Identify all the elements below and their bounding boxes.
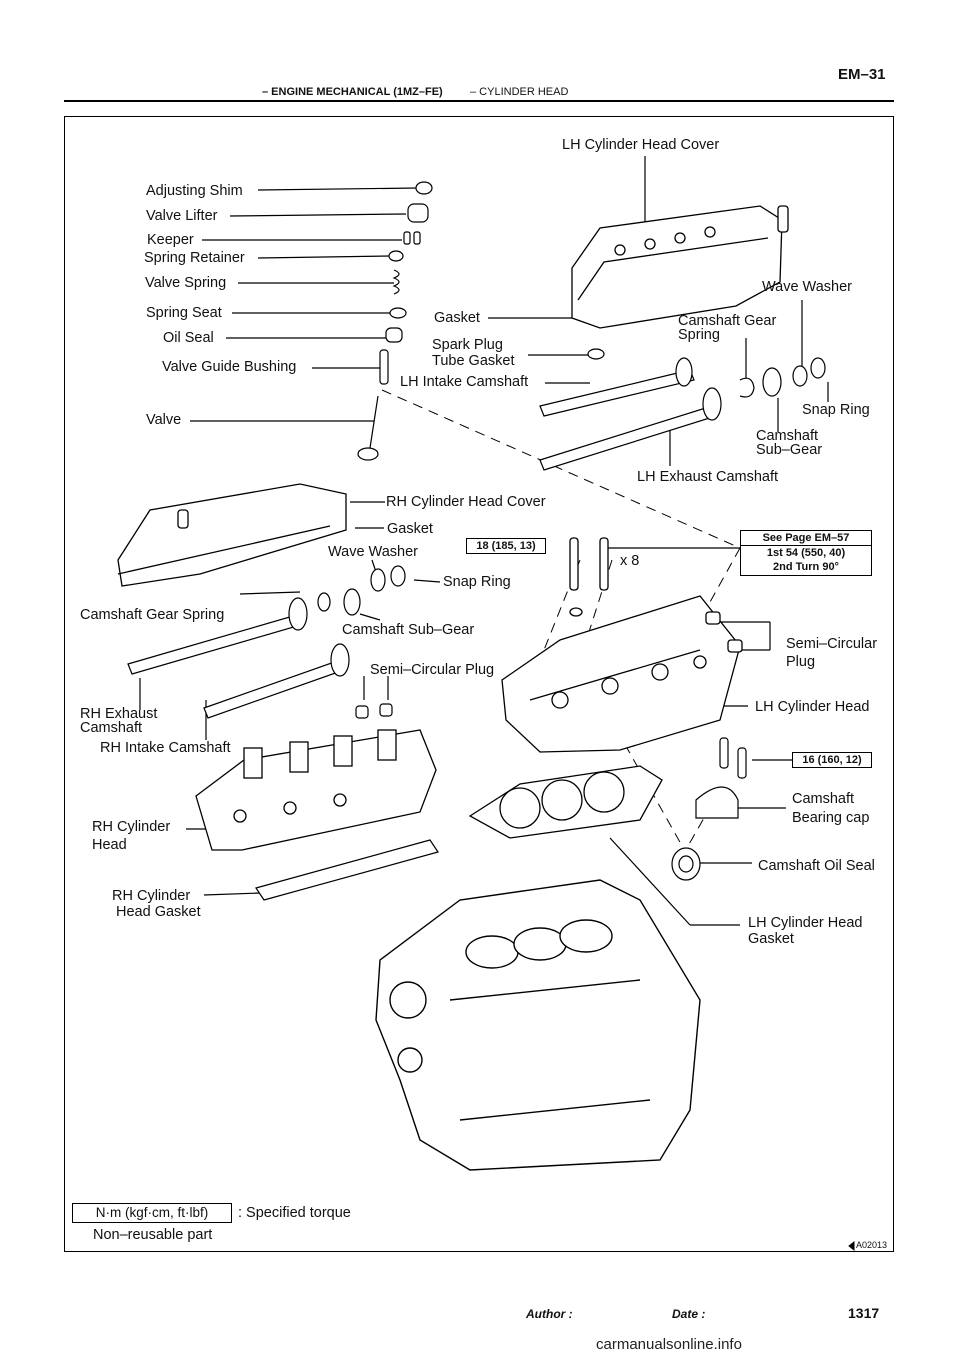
label-subgear-lh: Sub–Gear bbox=[756, 442, 823, 458]
label-lh-cylinder-head-gasket: LH Cylinder Head bbox=[748, 915, 863, 931]
label-oil-seal: Oil Seal bbox=[163, 330, 214, 346]
label-snap-ring-lh: Snap Ring bbox=[802, 402, 870, 418]
label-rh-cylinder-gasket: RH Cylinder bbox=[112, 888, 191, 904]
page-code: EM–31 bbox=[838, 66, 886, 83]
label-valve-spring: Valve Spring bbox=[145, 275, 227, 291]
torque-second: 2nd Turn 90° bbox=[773, 561, 839, 573]
torque-cover-bolt: 18 (185, 13) bbox=[466, 538, 546, 554]
label-valve-lifter: Valve Lifter bbox=[146, 208, 218, 224]
label-gasket-rh: Gasket bbox=[387, 521, 433, 537]
label-x8: x 8 bbox=[620, 553, 640, 569]
label-rh-intake-camshaft: RH Intake Camshaft bbox=[100, 740, 231, 756]
torque-first: 1st 54 (550, 40) bbox=[766, 547, 846, 559]
label-rh-cylinder: RH Cylinder bbox=[92, 819, 171, 835]
label-camshaft-gear-spring-rh: Camshaft Gear Spring bbox=[80, 607, 225, 623]
label-camshaft-gear: Camshaft Gear bbox=[678, 313, 777, 329]
label-lh-cylinder-head-cover: LH Cylinder Head Cover bbox=[562, 137, 720, 153]
legend-nonreusable: Non–reusable part bbox=[93, 1227, 213, 1243]
label-rh-exhaust: RH Exhaust bbox=[80, 706, 158, 722]
torque-cap-bolt: 16 (160, 12) bbox=[792, 752, 872, 768]
footer-author: Author : bbox=[526, 1307, 573, 1321]
label-spring-seat: Spring Seat bbox=[146, 305, 222, 321]
legend-unit-desc: : Specified torque bbox=[238, 1205, 351, 1221]
label-adjusting-shim: Adjusting Shim bbox=[146, 183, 243, 199]
label-lh-intake-camshaft: LH Intake Camshaft bbox=[400, 374, 529, 390]
section-subtitle: – CYLINDER HEAD bbox=[470, 86, 569, 98]
label-valve: Valve bbox=[146, 412, 182, 428]
label-wave-washer-lh: Wave Washer bbox=[762, 279, 852, 295]
label-gasket-lh: Gasket bbox=[434, 310, 480, 326]
label-snap-ring-rh: Snap Ring bbox=[443, 574, 511, 590]
figure-code: A02013 bbox=[856, 1240, 888, 1250]
label-rh-head: Head bbox=[92, 837, 127, 853]
label-lh-cylinder-head: LH Cylinder Head bbox=[755, 699, 870, 715]
label-camshaft-subgear-rh: Camshaft Sub–Gear bbox=[342, 622, 475, 638]
label-camshaft-lh: Camshaft bbox=[756, 428, 819, 444]
label-spark-plug: Spark Plug bbox=[432, 337, 503, 353]
label-rh-head-gasket: Head Gasket bbox=[116, 904, 201, 920]
label-lh-gasket: Gasket bbox=[748, 931, 794, 947]
footer-page-number: 1317 bbox=[848, 1305, 880, 1321]
label-camshaft-oil-seal: Camshaft Oil Seal bbox=[758, 858, 875, 874]
legend-unit-box: N·m (kgf·cm, ft·lbf) bbox=[72, 1203, 232, 1223]
label-lh-exhaust-camshaft: LH Exhaust Camshaft bbox=[637, 469, 779, 485]
label-spring-retainer: Spring Retainer bbox=[144, 250, 245, 266]
watermark: carmanualsonline.info bbox=[596, 1336, 742, 1353]
label-camshaft-cap: Camshaft bbox=[792, 791, 855, 807]
torque-see-page: See Page EM–57 bbox=[741, 531, 871, 546]
label-spring: Spring bbox=[678, 327, 720, 343]
section-title: – ENGINE MECHANICAL (1MZ–FE) bbox=[262, 86, 443, 98]
label-valve-guide-bushing: Valve Guide Bushing bbox=[162, 359, 297, 375]
label-rh-exhaust-camshaft: Camshaft bbox=[80, 720, 143, 736]
label-rh-cylinder-head-cover: RH Cylinder Head Cover bbox=[386, 494, 546, 510]
label-plug: Plug bbox=[786, 654, 816, 670]
label-tube-gasket: Tube Gasket bbox=[432, 353, 515, 369]
diagram-frame bbox=[64, 116, 894, 1252]
label-bearing-cap: Bearing cap bbox=[792, 810, 870, 826]
label-keeper: Keeper bbox=[147, 232, 194, 248]
label-wave-washer-rh: Wave Washer bbox=[328, 544, 418, 560]
footer-date: Date : bbox=[672, 1307, 706, 1321]
label-semi-circular: Semi–Circular bbox=[786, 636, 878, 652]
label-semi-circular-plug-rh: Semi–Circular Plug bbox=[370, 662, 495, 678]
torque-spec-box: See Page EM–57 1st 54 (550, 40) 2nd Turn… bbox=[740, 530, 872, 576]
header-rule bbox=[64, 100, 894, 102]
